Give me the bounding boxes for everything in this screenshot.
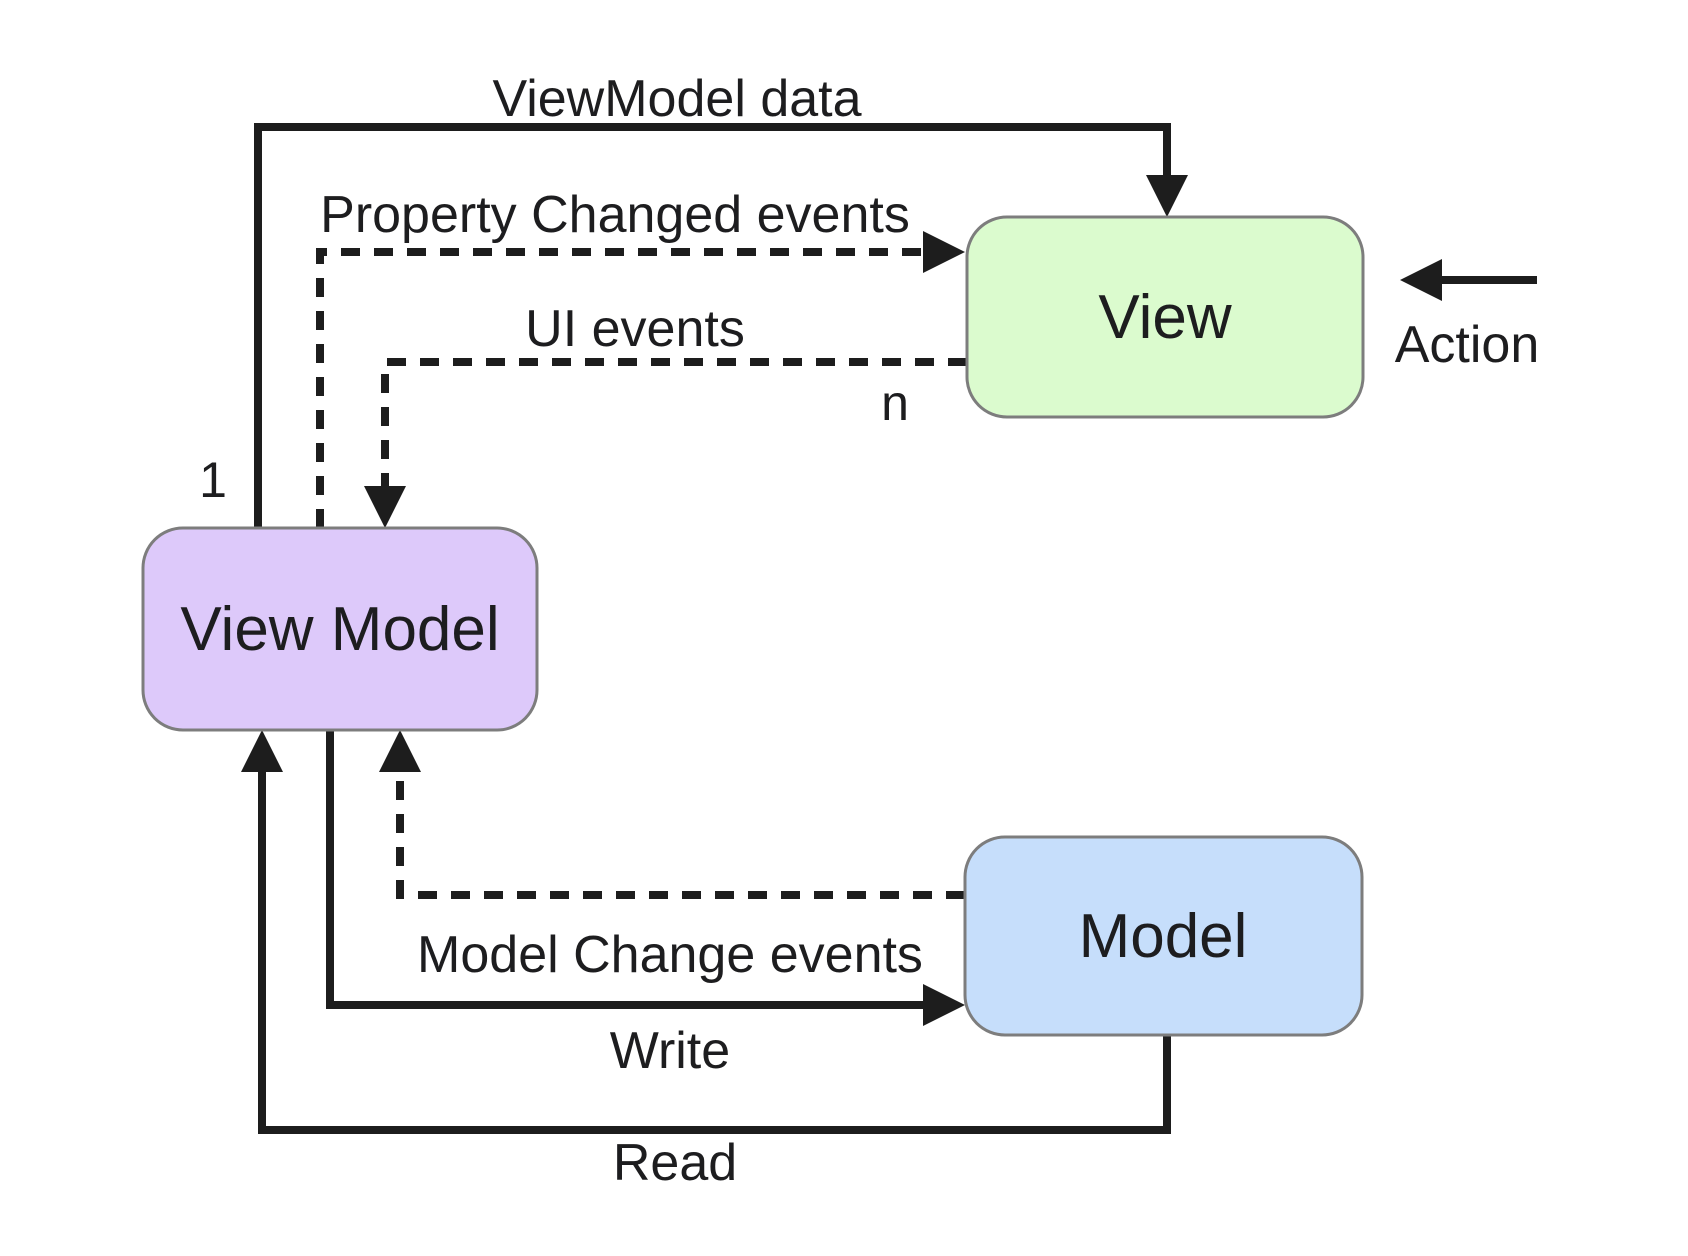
property-changed-label: Property Changed events <box>320 186 910 244</box>
viewmodel-data-edge <box>254 123 1171 528</box>
read-arrowhead-icon <box>241 730 283 772</box>
model-change-arrowhead-icon <box>379 730 421 772</box>
model-node <box>963 835 1364 1037</box>
ui-events-label: UI events <box>525 300 745 358</box>
model-change-edge <box>396 768 965 899</box>
ui-events-edge <box>381 358 967 492</box>
model-change-label: Model Change events <box>417 926 923 984</box>
write-label: Write <box>610 1022 730 1080</box>
ui-events-arrowhead-icon <box>364 486 406 528</box>
action-arrowhead-icon <box>1400 259 1442 301</box>
view-model-node <box>141 526 539 732</box>
multiplicity-n-label: n <box>881 375 909 431</box>
write-edge <box>326 730 928 1009</box>
view-node <box>965 215 1365 419</box>
read-edge <box>258 768 1171 1134</box>
multiplicity-one-label: 1 <box>199 452 227 508</box>
viewmodel-data-arrowhead-icon <box>1146 175 1188 217</box>
property-changed-arrowhead-icon <box>923 231 965 273</box>
read-label: Read <box>613 1134 737 1192</box>
model-node-label: Model <box>1079 902 1248 971</box>
property-changed-edge <box>316 248 928 528</box>
action-label: Action <box>1395 316 1540 374</box>
write-arrowhead-icon <box>923 984 965 1026</box>
viewmodel-data-label: ViewModel data <box>492 70 861 128</box>
view-node-label: View <box>1098 283 1231 352</box>
view-model-node-label: View Model <box>180 595 499 664</box>
